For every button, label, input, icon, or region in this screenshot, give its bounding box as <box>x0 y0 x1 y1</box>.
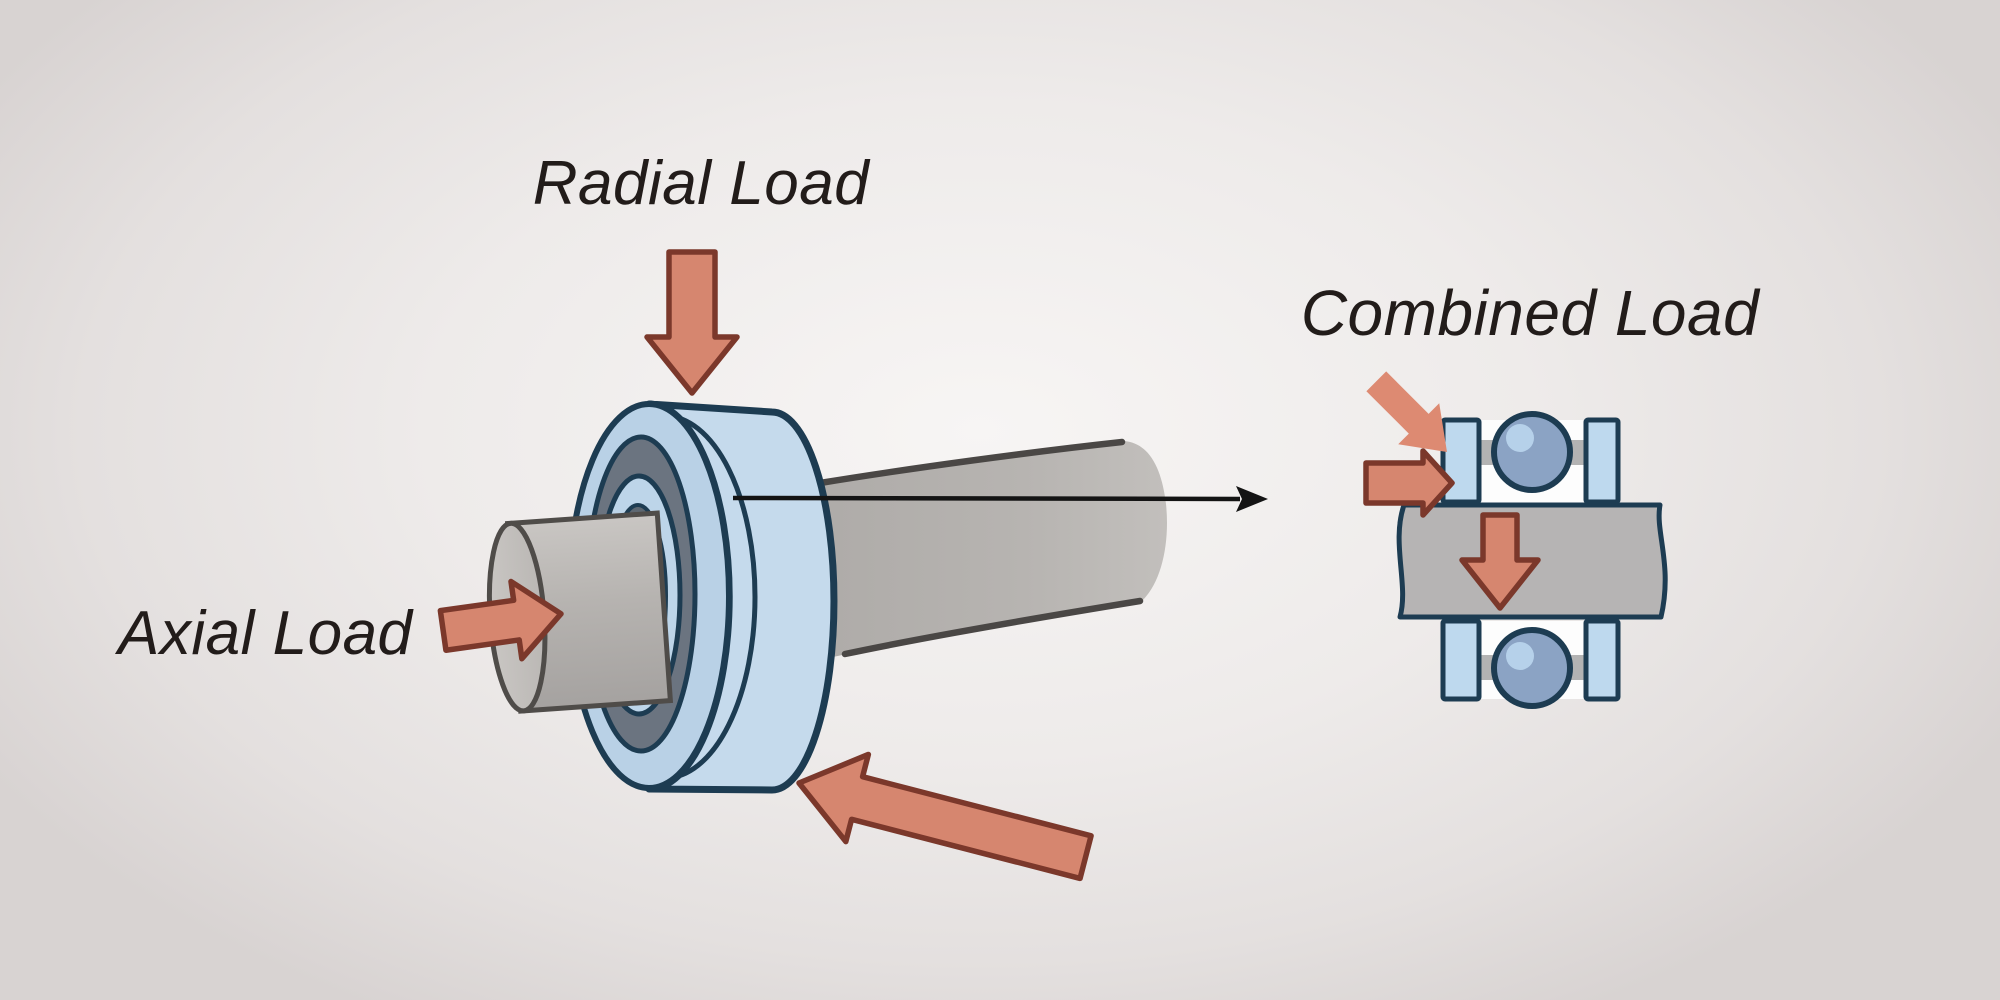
cone-bottom-edge <box>841 597 1144 658</box>
radial-load-arrow <box>644 249 740 396</box>
combined-load-arrow <box>796 751 1094 882</box>
cage-top-right <box>1569 440 1586 465</box>
ball-top <box>1491 411 1573 493</box>
combined-load-label: Combined Load <box>1300 277 1760 349</box>
section-pointer-arrow <box>732 486 1268 512</box>
cage-bottom-right <box>1569 655 1586 680</box>
cone-body <box>812 441 1167 657</box>
race-top-right <box>1583 417 1621 505</box>
ball-top-body <box>1491 411 1573 493</box>
bearing-rim-arc <box>664 413 758 781</box>
section-diagonal-load-arrow <box>1366 371 1447 452</box>
race-bottom-left <box>1440 618 1482 702</box>
axial-load-label: Axial Load <box>118 599 413 668</box>
ball-bottom-body <box>1491 627 1573 709</box>
ball-top-highlight <box>1506 424 1534 452</box>
output-shaft-cone <box>812 438 1167 658</box>
cone-top-edge <box>816 438 1126 487</box>
axial-load-arrow <box>437 578 564 662</box>
ball-bottom-highlight <box>1506 642 1534 670</box>
pointer-shaft <box>732 495 1241 502</box>
section-axial-load-arrow <box>1363 448 1455 518</box>
bearing-cross-section <box>1363 371 1668 709</box>
section-radial-load-arrow <box>1459 512 1541 611</box>
race-bottom-right <box>1583 618 1621 702</box>
pointer-head <box>1236 486 1268 512</box>
ball-bottom <box>1491 627 1573 709</box>
radial-load-label: Radial Load <box>532 149 870 218</box>
